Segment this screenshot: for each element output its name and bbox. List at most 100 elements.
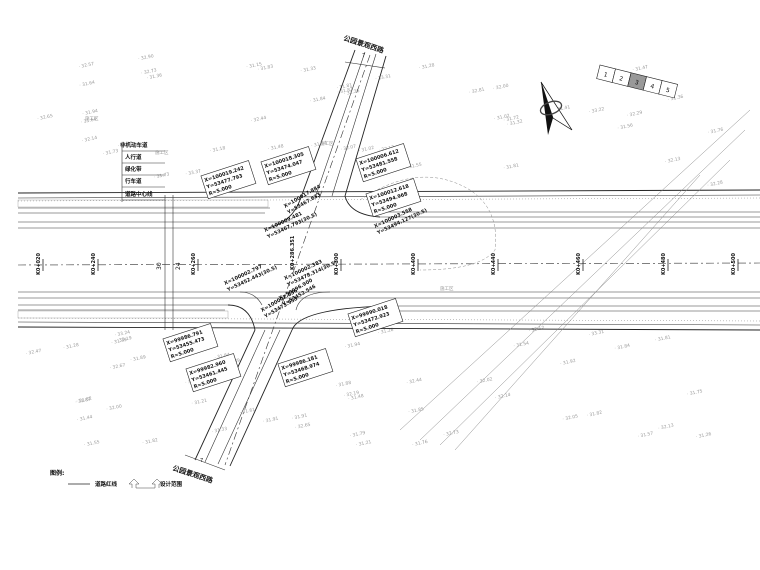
- section-legend-item: 非机动车道: [120, 141, 148, 149]
- elevation-point: · 32.90: [138, 53, 155, 62]
- elevation-point: · 31.21: [355, 439, 372, 448]
- elevation-point: · 32.73: [443, 429, 460, 438]
- elevation-point: · 31.82: [586, 410, 603, 419]
- construction-mark: 施工区: [85, 115, 99, 122]
- elevation-point: · 31.28: [63, 342, 80, 351]
- elevation-point: · 32.13: [664, 156, 681, 165]
- width-dimension: 30 24: [156, 195, 182, 330]
- map-legend: 图例: 道路红线 设计范围: [50, 469, 183, 489]
- elevation-point: · 32.65: [37, 113, 54, 122]
- elevation-point: · 31.48: [348, 393, 365, 402]
- elevation-point: · 31.88: [335, 380, 352, 389]
- road-centerline: [17, 262, 760, 266]
- station-label: K0+500: [731, 252, 737, 275]
- elevation-point: · 31.84: [310, 95, 327, 104]
- elevation-point: · 31.02: [358, 145, 375, 154]
- elevation-point: · 31.15: [117, 140, 134, 149]
- construction-mark: 施工区: [440, 285, 454, 292]
- elevation-point: · 32.02: [476, 376, 493, 385]
- key-plan: 1 2 3 4 5: [596, 64, 678, 99]
- elevation-point: · 33.31: [375, 73, 392, 82]
- elevation-point: · 31.85: [408, 406, 425, 415]
- construction-mark: 施工区: [320, 140, 334, 147]
- elevation-point: · 32.07: [340, 143, 357, 152]
- elevation-point: · 31.64: [80, 116, 97, 125]
- elevation-point: · 31.26: [343, 88, 360, 97]
- key-plan-cell-number: 3: [634, 79, 640, 87]
- coordinate-box: K0+286.351: [290, 235, 296, 270]
- elevation-point: · 31.81: [503, 162, 520, 171]
- elevation-points: · 31.73· 31.82· 31.89· 32.00· 32.12· 31.…: [25, 53, 724, 448]
- station-label: K0+460: [576, 252, 582, 275]
- elevation-point: · 31.72: [503, 114, 520, 123]
- elevation-point: · 31.54: [513, 340, 530, 349]
- key-plan-cell: [658, 80, 678, 99]
- elevation-point: · 31.47: [632, 64, 649, 73]
- station-label: K0+480: [661, 252, 667, 275]
- elevation-point: · 32.57: [78, 61, 95, 70]
- elevation-point: · 31.87: [337, 86, 354, 95]
- elevation-point: · 31.18: [209, 145, 226, 154]
- elevation-point: · 31.02: [494, 113, 511, 122]
- elevation-point: · 33.22: [588, 106, 605, 115]
- elevation-point: · 33.19: [116, 335, 133, 344]
- elevation-point: · 31.91: [291, 412, 308, 421]
- elevation-point: · 31.56: [617, 122, 634, 131]
- elevation-point: · 33.31: [588, 329, 605, 338]
- elevation-point: · 31.48: [268, 143, 285, 152]
- elevation-point: · 31.81: [655, 334, 672, 343]
- elevation-point: · 31.79: [349, 430, 366, 439]
- elevation-point: · 31.91: [262, 416, 279, 425]
- elevation-point: · 31.81: [336, 82, 353, 91]
- elevation-point: · 31.73: [153, 171, 170, 180]
- elevation-point: · 32.00: [493, 83, 510, 92]
- elevation-point: · 32.00: [106, 403, 123, 412]
- elevation-point: · 31.94: [82, 108, 99, 117]
- section-legend-item: 行车道: [124, 177, 142, 185]
- cross-road: [194, 49, 391, 467]
- elevation-point: · 31.61: [239, 407, 256, 416]
- section-legend-item: 人行道: [125, 153, 142, 161]
- elevation-point: · 31.26: [377, 327, 394, 336]
- elevation-point: · 31.33: [300, 65, 317, 74]
- elevation-point: · 31.54: [311, 140, 328, 149]
- coordinate-text: K0+286.351: [290, 235, 296, 270]
- elevation-point: · 31.36: [146, 72, 163, 81]
- elevation-point: · 31.32: [507, 118, 524, 127]
- legend-title: 图例:: [50, 469, 64, 477]
- elevation-point: · 32.47: [25, 348, 42, 357]
- elevation-point: · 32.05: [562, 413, 579, 422]
- key-plan-cell-number: 1: [603, 71, 609, 79]
- key-plan-cell-number: 2: [618, 75, 624, 83]
- elevation-point: · 31.92: [560, 358, 577, 367]
- elevation-point: · 33.24: [114, 329, 131, 338]
- elevation-point: · 32.13: [658, 422, 675, 431]
- elevation-point: · 32.81: [468, 86, 485, 95]
- legend-label: 设计范围: [160, 480, 183, 488]
- elevation-point: · 32.28: [707, 179, 724, 188]
- key-plan-cell-number: 4: [649, 83, 655, 91]
- elevation-point: · 31.55: [406, 162, 423, 171]
- elevation-point: · 32.19: [343, 390, 360, 399]
- diagonal-alignment-lines: [359, 109, 751, 451]
- key-plan-cell-number: 5: [665, 87, 671, 95]
- design-boundary-symbol: [128, 478, 163, 489]
- elevation-point: · 31.21: [191, 398, 208, 407]
- station-label: K0+260: [191, 252, 197, 275]
- dim-30: 30: [156, 262, 163, 270]
- section-legend: 非机动车道 人行道 绿化带 行车道 道路中心线: [120, 141, 165, 202]
- elevation-point: · 31.44: [76, 414, 93, 423]
- elevation-point: · 31.64: [79, 79, 96, 88]
- north-arrow-icon: [539, 81, 573, 135]
- section-legend-item: 道路中心线: [125, 190, 153, 198]
- elevation-point: · 33.37: [185, 168, 202, 177]
- station-label: K0+400: [411, 252, 417, 275]
- elevation-point: · 31.26: [695, 431, 712, 440]
- station-label: K0+240: [91, 252, 97, 275]
